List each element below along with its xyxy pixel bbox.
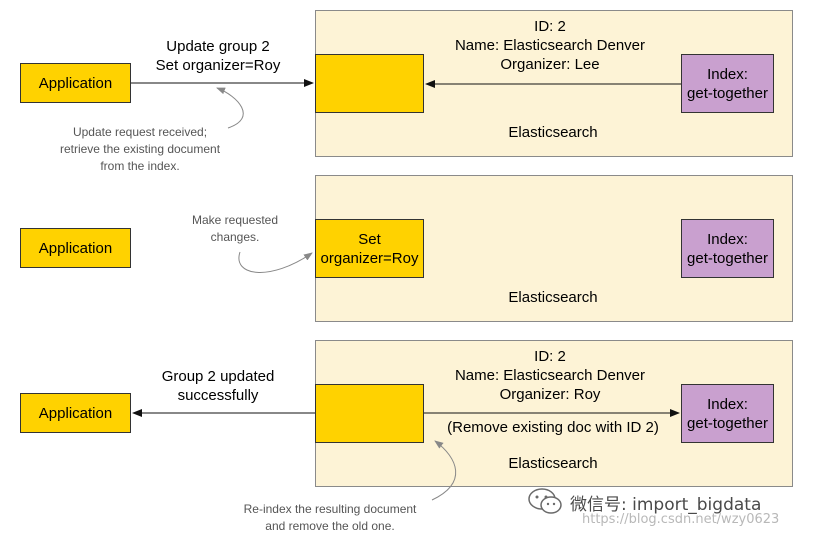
document-box-2: Set organizer=Roy [315, 219, 424, 278]
response-line-1: Group 2 updated [161, 368, 275, 385]
application-box-1: Application [20, 63, 131, 103]
note-2-line-2: changes. [210, 230, 260, 244]
index-name-1: get-together [687, 84, 768, 102]
doc-name-1: Name: Elasticsearch Denver [454, 37, 646, 54]
request-line-1: Update group 2 [166, 38, 270, 55]
es-label-2: Elasticsearch [508, 289, 598, 306]
response-line-2: successfully [177, 387, 259, 404]
doc-info-3: ID: 2 Name: Elasticsearch Denver Organiz… [400, 347, 700, 404]
watermark-url: https://blog.csdn.net/wzy0623 [582, 512, 780, 527]
watermark-handle: 微信号: import_bigdata [570, 495, 762, 515]
doc-id-1: ID: 2 [534, 18, 566, 35]
note-1-line-2: retrieve the existing document [59, 142, 221, 156]
doc-info-1: ID: 2 Name: Elasticsearch Denver Organiz… [400, 17, 700, 74]
request-label-1: Update group 2 Set organizer=Roy [140, 37, 296, 75]
remove-label-3: (Remove existing doc with ID 2) [447, 419, 659, 436]
es-label-1: Elasticsearch [508, 124, 598, 141]
document-box-3 [315, 384, 424, 443]
note-1-line-1: Update request received; [72, 125, 208, 139]
doc-2-line-1: Set [358, 230, 381, 248]
doc-organizer-3: Organizer: Roy [499, 386, 601, 403]
note-2: Make requested changes. [165, 212, 305, 246]
index-label-2: Index: [707, 230, 748, 248]
response-label-3: Group 2 updated successfully [140, 367, 296, 405]
index-label-3: Index: [707, 395, 748, 413]
doc-2-line-2: organizer=Roy [320, 249, 419, 267]
doc-organizer-1: Organizer: Lee [500, 56, 600, 73]
note-1-line-3: from the index. [100, 159, 180, 173]
wechat-icon [527, 486, 563, 516]
index-box-3: Index: get-together [681, 384, 774, 443]
index-box-1: Index: get-together [681, 54, 774, 113]
note-2-line-1: Make requested [191, 213, 279, 227]
note-3-line-1: Re-index the resulting document [243, 502, 417, 516]
doc-id-3: ID: 2 [534, 348, 566, 365]
note-2-curve [238, 251, 313, 273]
application-box-2: Application [20, 228, 131, 268]
note-3-curve [431, 440, 457, 501]
index-name-2: get-together [687, 249, 768, 267]
document-box-1 [315, 54, 424, 113]
index-box-2: Index: get-together [681, 219, 774, 278]
es-label-3: Elasticsearch [508, 455, 598, 472]
application-box-3: Application [20, 393, 131, 433]
note-3: Re-index the resulting document and remo… [225, 501, 435, 535]
note-1-curve [216, 87, 244, 129]
note-1: Update request received; retrieve the ex… [40, 124, 240, 175]
note-3-line-2: and remove the old one. [265, 519, 395, 533]
request-line-2: Set organizer=Roy [155, 57, 281, 74]
index-label-1: Index: [707, 65, 748, 83]
index-name-3: get-together [687, 414, 768, 432]
doc-name-3: Name: Elasticsearch Denver [454, 367, 646, 384]
